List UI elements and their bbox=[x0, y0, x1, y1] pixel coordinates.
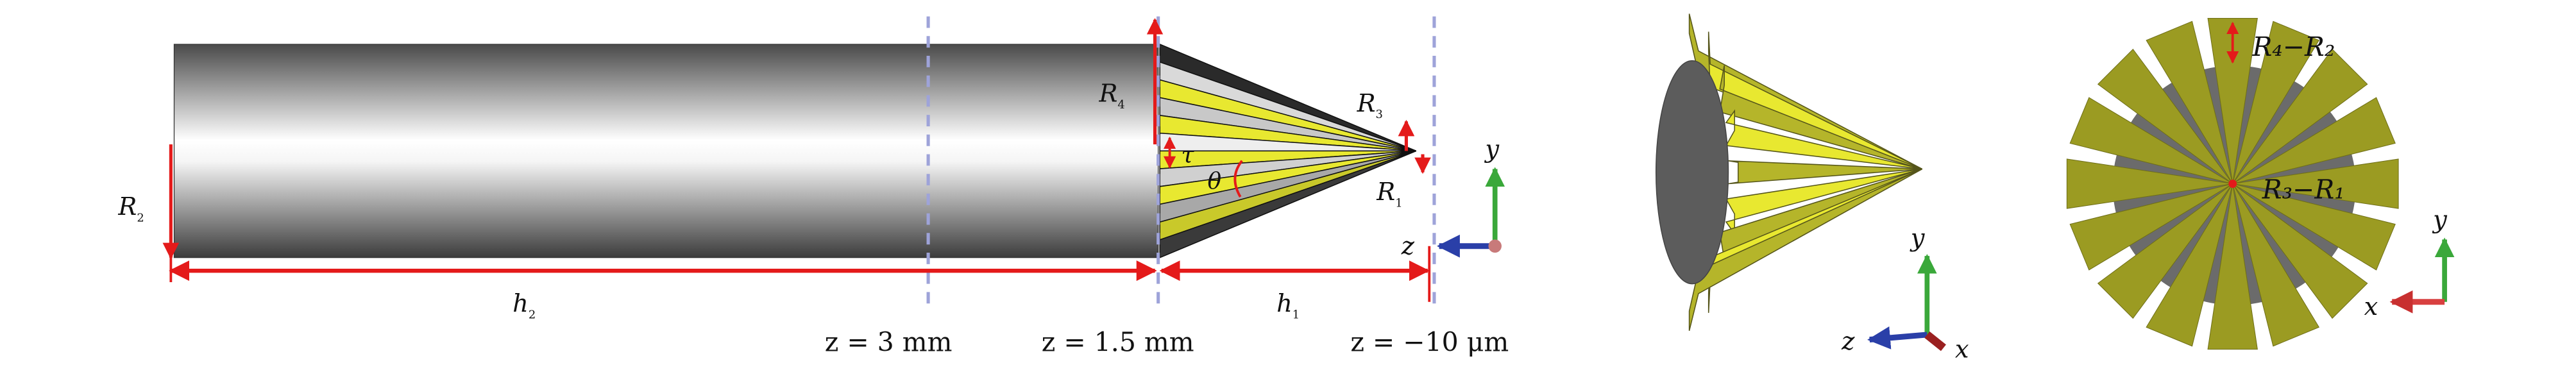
h1-label: h1 bbox=[1276, 289, 1300, 321]
fin-wedge bbox=[2146, 21, 2233, 184]
position-label-z1.5mm: z = 1.5 mm bbox=[1042, 327, 1194, 358]
fin-wedges bbox=[2066, 17, 2399, 350]
x-axis-label: x bbox=[1955, 335, 1969, 364]
position-label-z3mm: z = 3 mm bbox=[825, 327, 953, 358]
z-axis-label: z bbox=[1401, 232, 1415, 261]
fin-wedge bbox=[2232, 97, 2396, 185]
fin-wedge bbox=[2066, 158, 2233, 209]
y-axis-label: y bbox=[1910, 224, 1926, 253]
fin-wedge bbox=[2146, 183, 2233, 347]
z-axis-label: z bbox=[1841, 327, 1855, 356]
cone-fin bbox=[1725, 109, 1922, 170]
fin-wedge bbox=[2232, 183, 2396, 271]
base-disk bbox=[1655, 60, 1729, 285]
R1-label: R1 bbox=[1376, 178, 1402, 210]
axis-triad-front: y x bbox=[2364, 206, 2455, 321]
R3-label: R3 bbox=[1357, 89, 1383, 121]
axis-triad-perspective: y z x bbox=[1841, 224, 1969, 364]
x-axis-into-page-icon bbox=[1488, 239, 1502, 253]
fin-wedge bbox=[2232, 21, 2320, 184]
fin-wedge bbox=[2207, 17, 2258, 184]
h2-label: h2 bbox=[513, 289, 536, 321]
position-label-z-10um: z = −10 μm bbox=[1350, 327, 1509, 358]
fin-wedge bbox=[2097, 183, 2233, 319]
theta-arc bbox=[1233, 160, 1243, 198]
tip-radius-label: R₃−R₁ bbox=[2262, 174, 2345, 205]
cone-fin bbox=[1725, 168, 1922, 235]
fin-height-label: R₄−R₂ bbox=[2251, 31, 2335, 62]
z-axis-arrow bbox=[1867, 326, 1928, 350]
cone-tip bbox=[1159, 43, 1417, 258]
fin-wedge bbox=[2232, 158, 2399, 209]
y-axis-label: y bbox=[1484, 135, 1500, 164]
tau-label: τ bbox=[1182, 142, 1195, 168]
cone-fin bbox=[1707, 31, 1922, 170]
fin-wedge bbox=[2069, 183, 2233, 271]
cone-stripe bbox=[1159, 150, 1417, 258]
perspective-fins bbox=[1688, 13, 1923, 331]
perspective-view: y z x bbox=[1655, 13, 1969, 364]
fin-wedge bbox=[2207, 183, 2258, 350]
fin-wedge bbox=[2232, 183, 2368, 319]
fin-wedge bbox=[2069, 97, 2233, 185]
y-axis-label: y bbox=[2432, 206, 2448, 235]
cone-fin bbox=[1719, 65, 1922, 170]
cone-fin bbox=[1728, 160, 1922, 185]
fin-wedge bbox=[2232, 183, 2320, 347]
axis-triad-side: y z bbox=[1401, 135, 1505, 261]
x-axis-label: x bbox=[2364, 292, 2378, 321]
tip-marker bbox=[2228, 180, 2237, 188]
R4-label: R4 bbox=[1098, 80, 1124, 112]
x-axis-arrow bbox=[1924, 331, 1946, 351]
fin-wedge bbox=[2232, 48, 2368, 184]
theta-label: θ bbox=[1208, 168, 1222, 194]
fin-wedge bbox=[2097, 48, 2233, 184]
side-view: R2 h2 R4 τ θ R3 R1 h1 z = 3 mm z = 1.5 m… bbox=[117, 16, 1509, 358]
R2-label: R2 bbox=[117, 192, 144, 224]
cone-fin bbox=[1688, 168, 1923, 331]
cylinder-body bbox=[173, 44, 1159, 258]
cone-fin bbox=[1688, 13, 1922, 170]
front-view: R₄−R₂ R₃−R₁ y x bbox=[2066, 17, 2455, 350]
